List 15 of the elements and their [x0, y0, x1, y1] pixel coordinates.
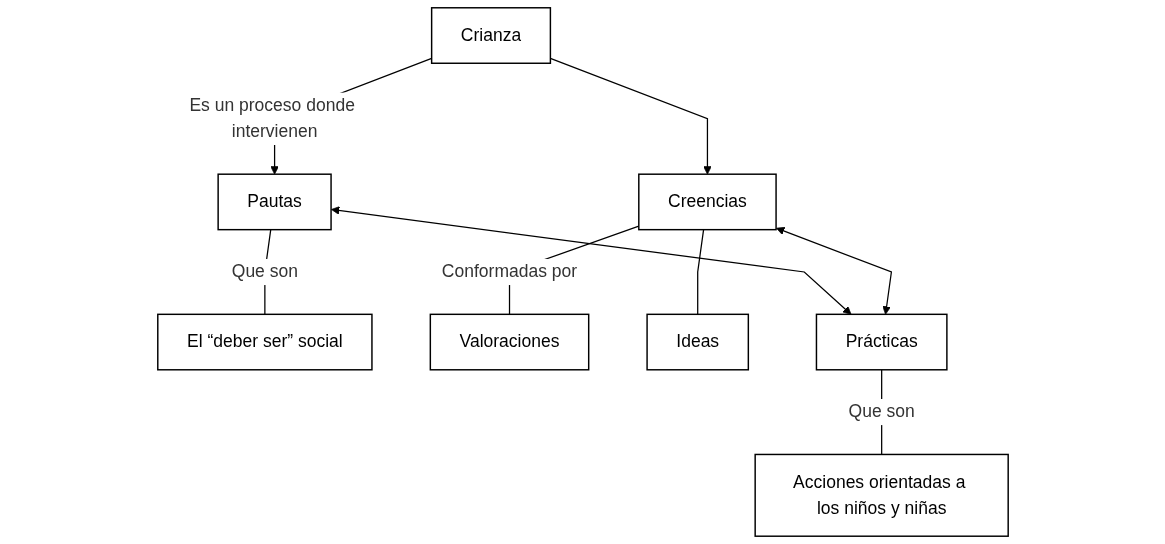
node-box: Ideas [645, 313, 749, 371]
edge-label: Que son [231, 261, 298, 282]
arrow [775, 226, 892, 315]
edge-label: Que son [848, 401, 915, 422]
node-box: Crianza [430, 7, 551, 64]
node-box: Prácticas [815, 313, 948, 371]
node-box: Pautas [216, 173, 332, 231]
connector [696, 229, 704, 315]
edge-label: Es un proceso donde intervienen [188, 95, 355, 142]
node-box: Acciones orientadas a los niños y niñas [753, 453, 1009, 537]
node-box: Valoraciones [429, 313, 589, 371]
node-box: El “deber ser” social [156, 313, 373, 371]
node-box: Creencias [637, 173, 777, 231]
edge-label: Conformadas por [441, 261, 577, 282]
arrow [549, 57, 712, 175]
